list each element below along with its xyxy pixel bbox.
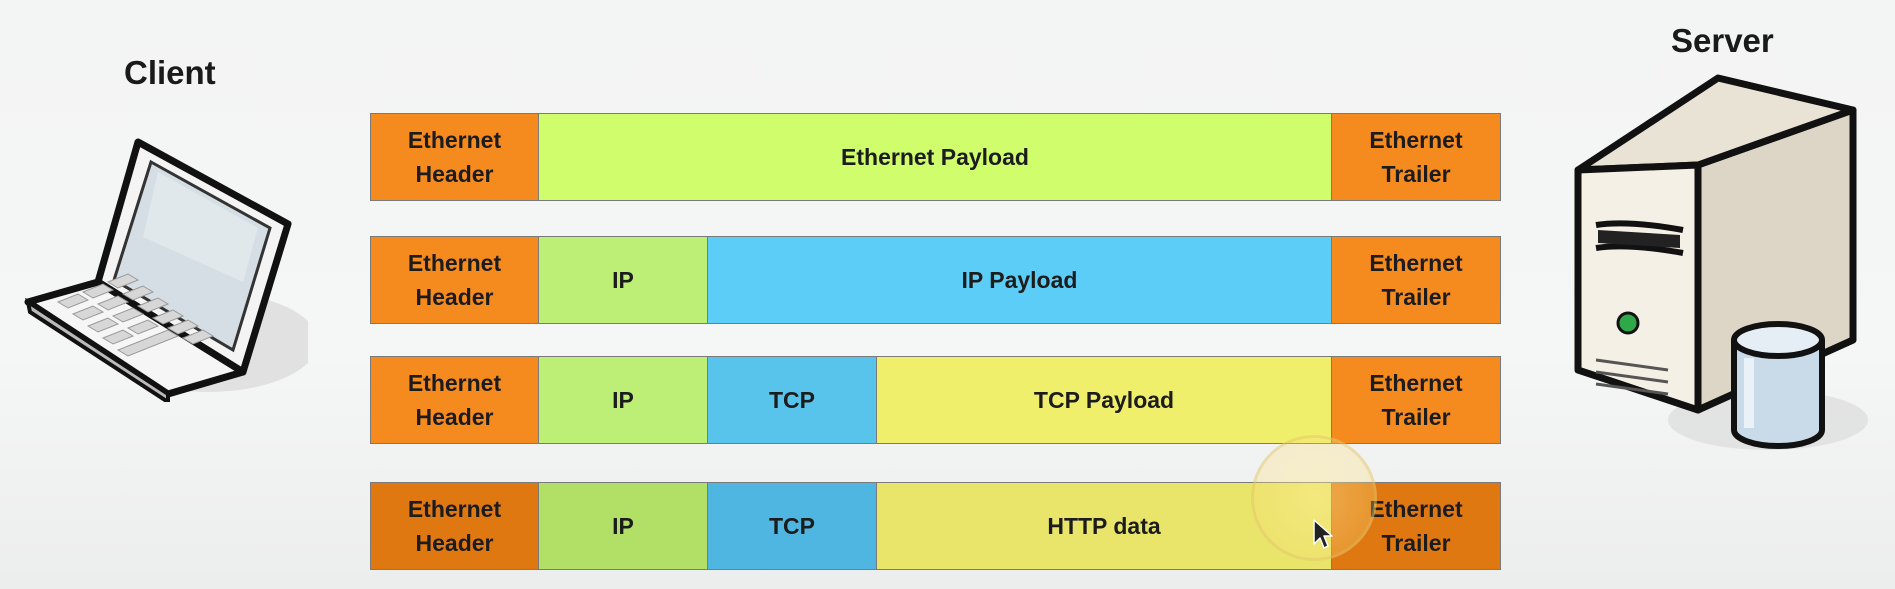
ethernet-header-cell: Ethernet Header: [371, 114, 539, 200]
ip-header-cell: IP: [539, 483, 708, 569]
tcp-header-cell: TCP: [708, 483, 877, 569]
ethernet-trailer-cell: Ethernet Trailer: [1332, 114, 1500, 200]
frame-row-ethernet: Ethernet Header Ethernet Payload Etherne…: [370, 113, 1501, 201]
database-cylinder-icon: [1728, 318, 1828, 458]
server-label: Server: [1671, 22, 1774, 59]
frame-row-http: Ethernet Header IP TCP HTTP data Etherne…: [370, 482, 1501, 570]
tcp-header-cell: TCP: [708, 357, 877, 443]
ethernet-header-cell: Ethernet Header: [371, 357, 539, 443]
tcp-payload-cell: TCP Payload: [877, 357, 1332, 443]
ethernet-trailer-cell: Ethernet Trailer: [1332, 237, 1500, 323]
ethernet-header-cell: Ethernet Header: [371, 483, 539, 569]
ip-header-cell: IP: [539, 237, 708, 323]
laptop-icon: [18, 132, 308, 402]
ethernet-header-cell: Ethernet Header: [371, 237, 539, 323]
ip-header-cell: IP: [539, 357, 708, 443]
client-label: Client: [124, 54, 216, 91]
frame-row-ip: Ethernet Header IP IP Payload Ethernet T…: [370, 236, 1501, 324]
ethernet-trailer-cell: Ethernet Trailer: [1332, 357, 1500, 443]
ip-payload-cell: IP Payload: [708, 237, 1332, 323]
frame-row-tcp: Ethernet Header IP TCP TCP Payload Ether…: [370, 356, 1501, 444]
ethernet-payload-cell: Ethernet Payload: [539, 114, 1332, 200]
http-data-cell: HTTP data: [877, 483, 1332, 569]
mouse-pointer-icon: [1312, 518, 1334, 550]
ethernet-trailer-cell: Ethernet Trailer: [1332, 483, 1500, 569]
